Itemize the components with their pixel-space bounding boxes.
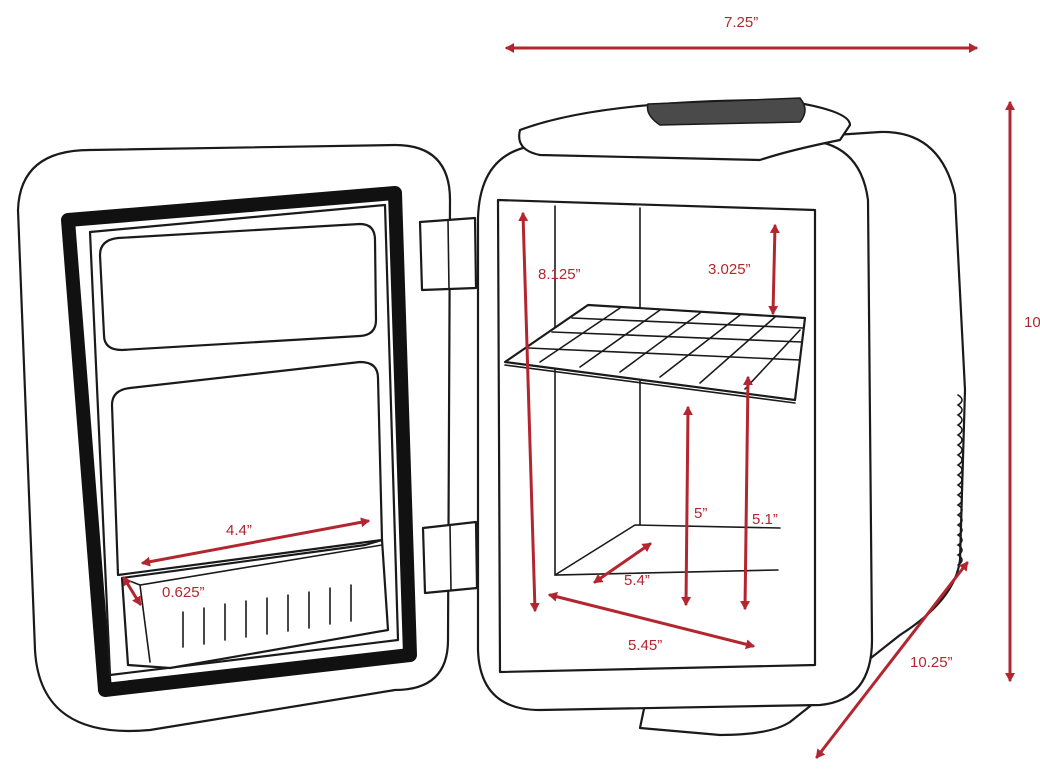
- wire-shelf: [503, 303, 807, 404]
- dim-lower-right: [740, 376, 753, 610]
- label-door-bin-width: 4.4”: [226, 522, 252, 539]
- label-width-top: 7.25”: [724, 14, 758, 31]
- label-depth: 10.25”: [910, 654, 953, 671]
- dim-upper-compartment: [768, 224, 780, 315]
- label-interior-height: 8.125”: [538, 266, 581, 283]
- label-floor-width: 5.45”: [628, 637, 662, 654]
- dim-door-bin-depth: [122, 576, 142, 606]
- dimension-labels: 7.25” 10 10.25” 8.125” 3.025” 5” 5.1” 5.…: [162, 14, 1040, 671]
- label-floor-depth: 5.4”: [624, 572, 650, 589]
- label-lower-left: 5”: [694, 505, 707, 522]
- label-lower-right: 5.1”: [752, 511, 778, 528]
- side-vent-icon: [956, 394, 963, 566]
- fridge-door: [16, 143, 479, 733]
- label-upper-compartment: 3.025”: [708, 261, 751, 278]
- label-door-bin-depth: 0.625”: [162, 584, 205, 601]
- label-height-right: 10: [1024, 314, 1040, 331]
- dim-door-bin-width: [141, 517, 370, 567]
- dim-floor-width: [548, 591, 755, 650]
- door-bin-vent-icon: [182, 584, 352, 648]
- dim-floor-depth: [593, 542, 652, 584]
- dimension-lines: [122, 43, 1015, 759]
- lid-display-panel: [646, 97, 806, 126]
- dim-lower-left: [681, 406, 693, 606]
- dim-interior-height: [518, 212, 540, 612]
- dim-depth: [815, 561, 969, 759]
